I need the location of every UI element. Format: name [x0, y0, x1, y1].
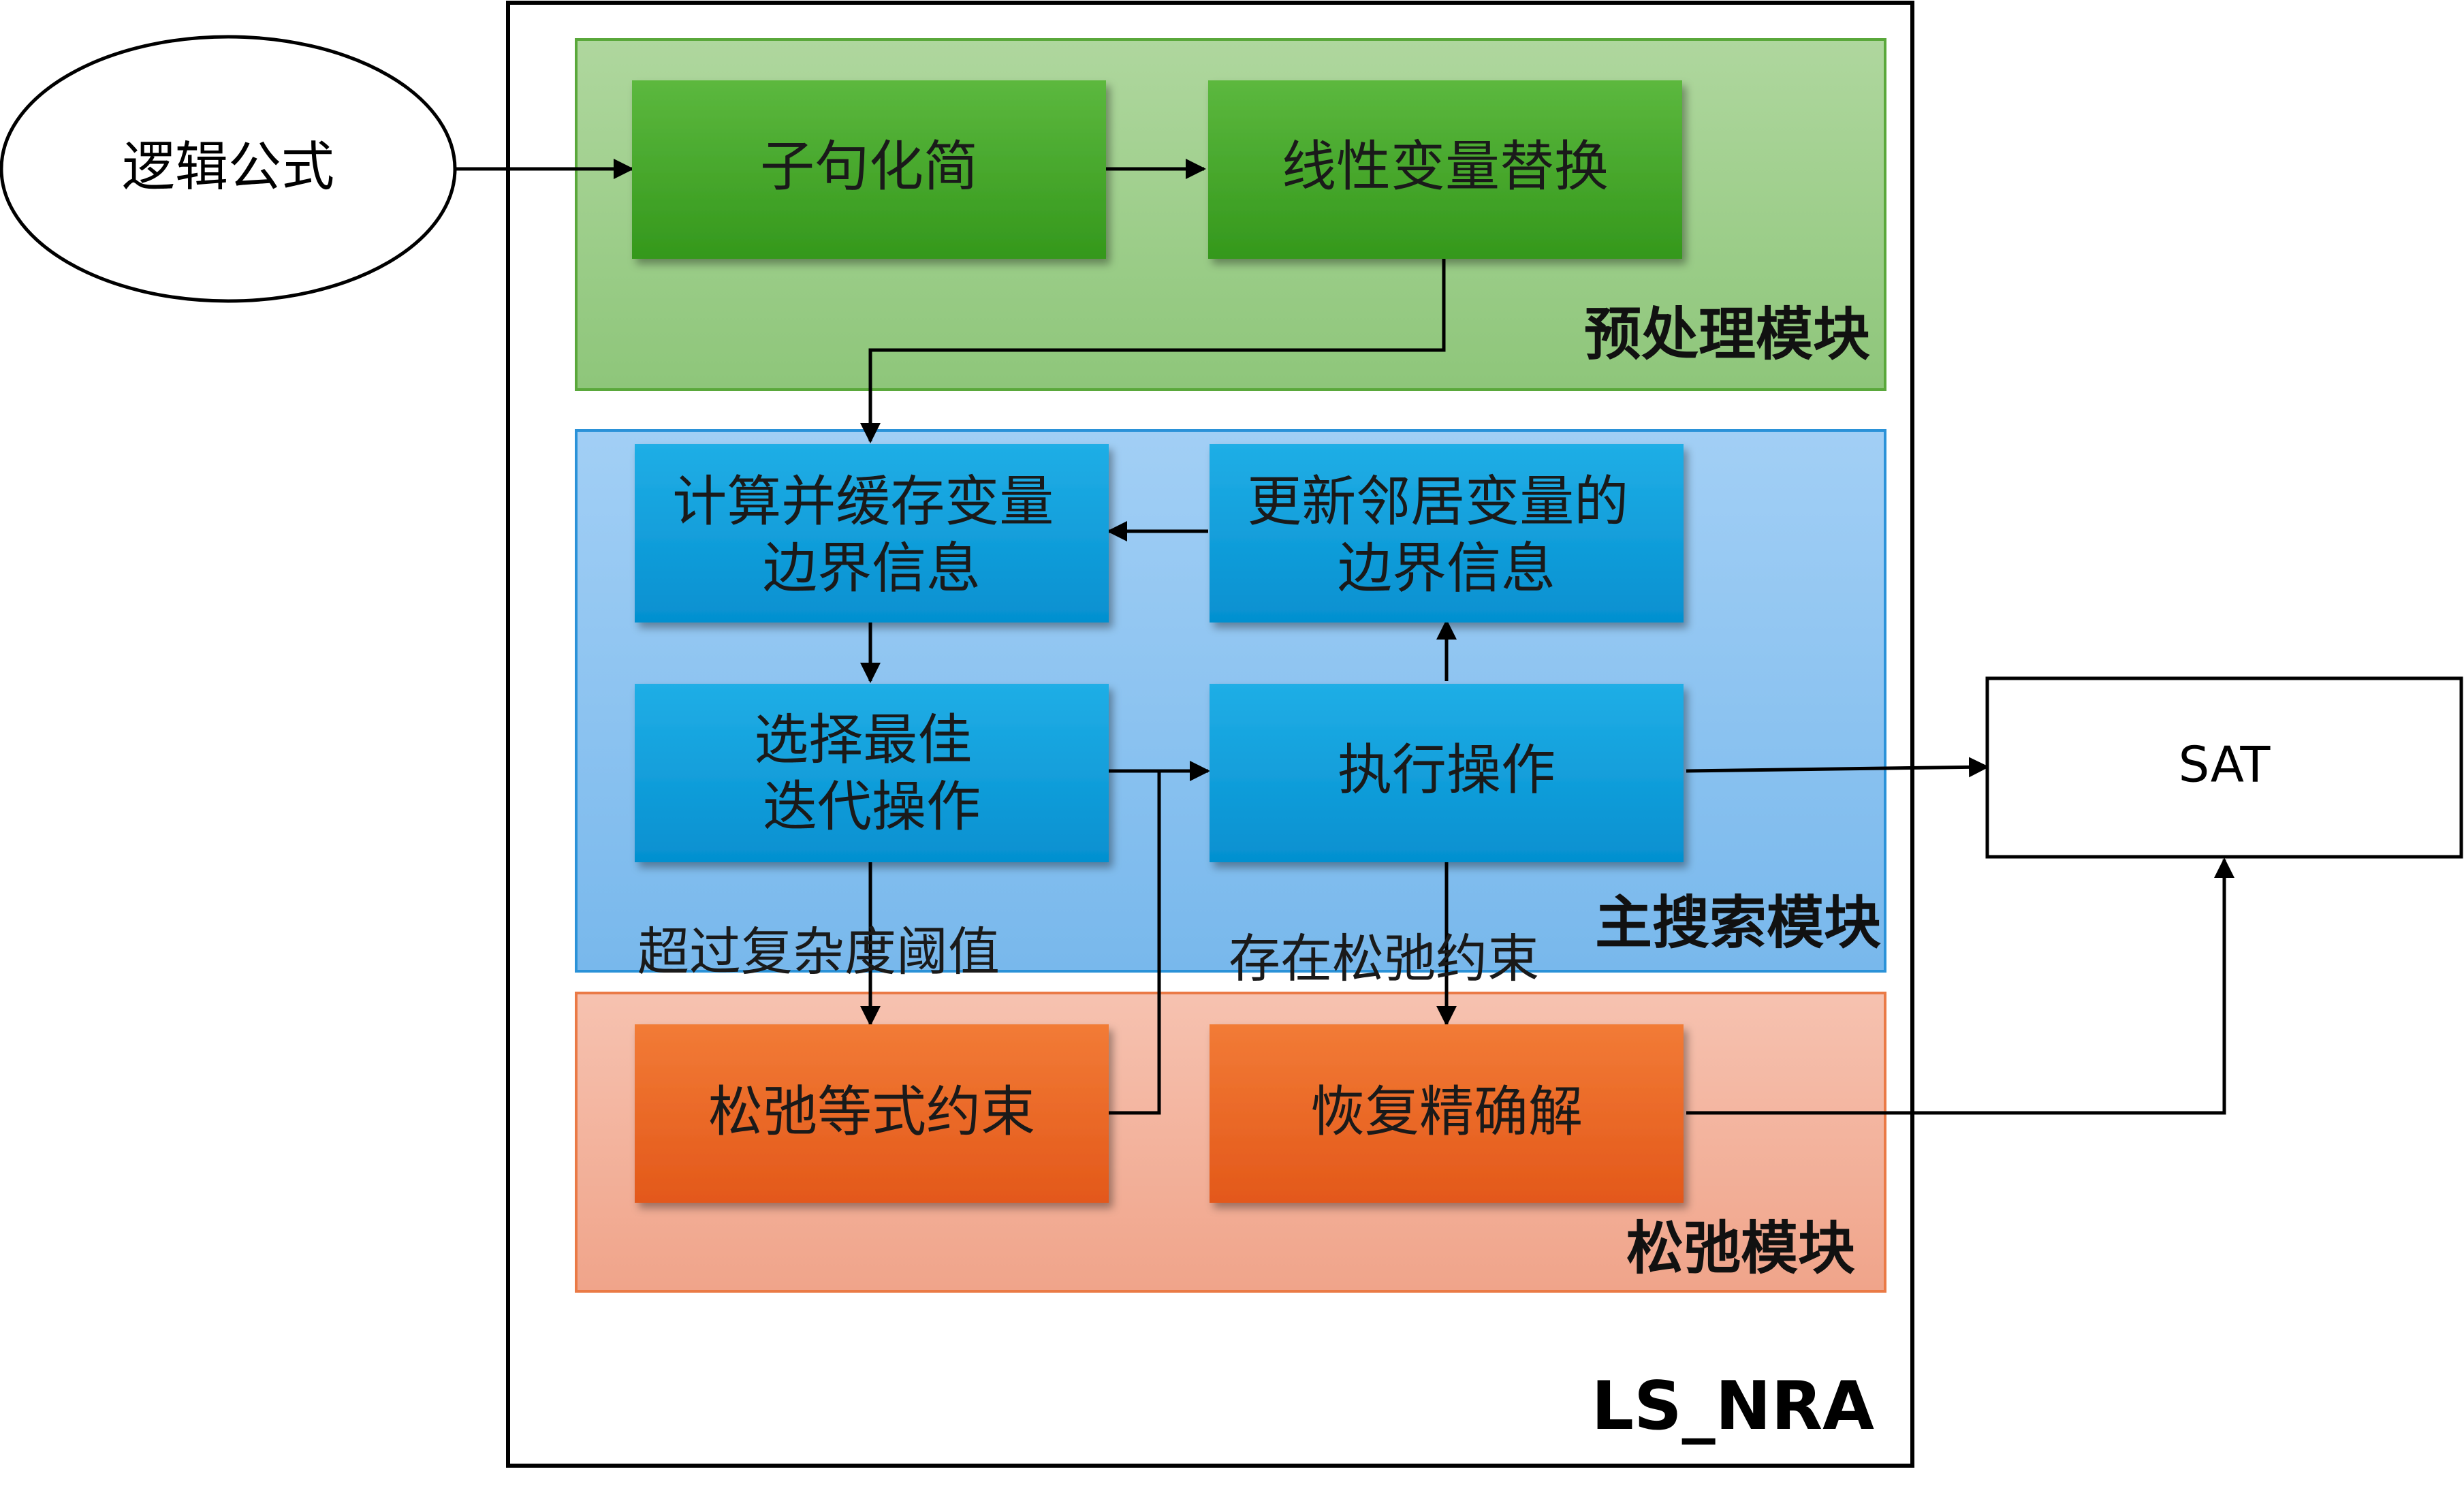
arrow-preprocess-to-compute-bounds: [860, 259, 1446, 443]
edge-label-complexity-exceeded: 超过复杂度阈值: [637, 921, 1000, 982]
system-title: LS_NRA: [1592, 1368, 1875, 1445]
linear-substitution-box: [1208, 80, 1682, 259]
select-best-label-line-2: 迭代操作: [763, 775, 981, 838]
update-neighbor-label: 更新邻居变量的 边界信息: [1247, 470, 1645, 600]
select-best-label: 选择最佳 迭代操作: [754, 708, 989, 838]
execute-box: [1210, 684, 1684, 862]
edge-label-relaxed-constraints-exist: 存在松弛约束: [1229, 928, 1539, 989]
arrow-recover-exact-to-sat: [1686, 857, 2234, 1115]
main-search-module-title: 主搜索模块: [1595, 889, 1881, 956]
arrow-execute-to-sat: [1686, 757, 1989, 778]
execute-label: 执行操作: [1338, 738, 1555, 802]
output-sat-label: SAT: [2179, 736, 2271, 793]
arrow-relax-equality-to-execute: [1109, 771, 1161, 1115]
update-neighbor-label-line-1: 更新邻居变量的: [1247, 470, 1628, 533]
select-best-label-line-1: 选择最佳: [754, 708, 972, 772]
relax-module-title: 松弛模块: [1626, 1215, 1855, 1282]
output-sat-box: [1985, 676, 2463, 859]
compute-bounds-label: 计算并缓存变量 边界信息: [672, 470, 1071, 600]
recover-exact-box: [1210, 1024, 1684, 1203]
connectors: [455, 159, 2234, 1115]
relax-equality-label: 松弛等式约束: [708, 1080, 1035, 1144]
compute-bounds-label-line-1: 计算并缓存变量: [672, 470, 1054, 533]
recover-exact-label: 恢复精确解: [1310, 1080, 1583, 1144]
relax-equality-box: [635, 1024, 1109, 1203]
clause-simplify-label: 子句化简: [760, 135, 978, 198]
update-neighbor-box: [1210, 444, 1684, 623]
compute-bounds-box: [635, 444, 1109, 623]
input-logic-formula: [0, 35, 457, 303]
linear-substitution-label: 线性变量替换: [1282, 135, 1609, 198]
clause-simplify-box: [632, 80, 1106, 259]
preprocess-module-title: 预处理模块: [1584, 301, 1870, 368]
compute-bounds-label-line-2: 边界信息: [763, 537, 981, 600]
select-best-box: [635, 684, 1109, 862]
update-neighbor-label-line-2: 边界信息: [1338, 537, 1555, 600]
input-logic-formula-label: 逻辑公式: [122, 136, 334, 198]
